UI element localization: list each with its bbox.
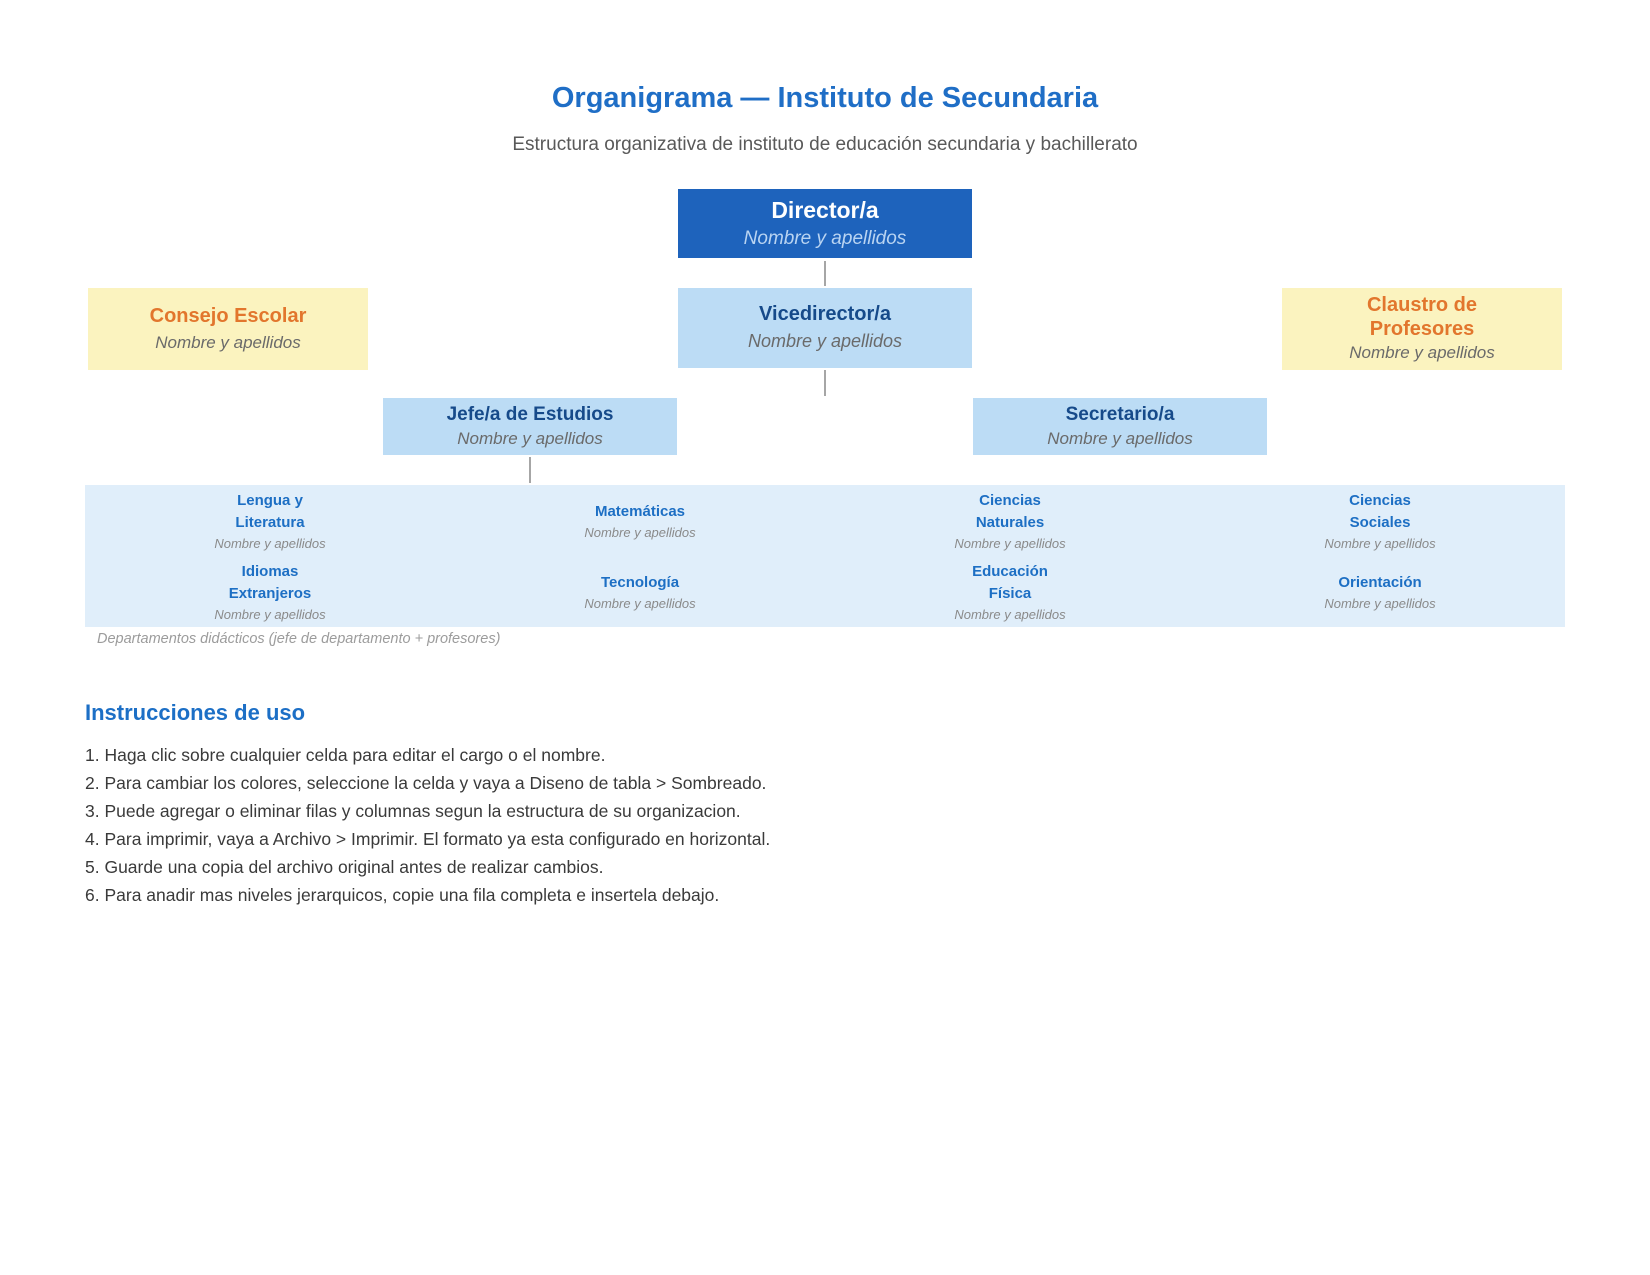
department-cell-educacion-fisica[interactable]: Educación Física Nombre y apellidos bbox=[825, 556, 1195, 627]
department-person: Nombre y apellidos bbox=[584, 524, 696, 540]
department-person: Nombre y apellidos bbox=[584, 595, 696, 611]
node-secretario[interactable]: Secretario/a Nombre y apellidos bbox=[973, 398, 1267, 455]
node-title: Claustro de Profesores bbox=[1366, 294, 1478, 340]
node-person: Nombre y apellidos bbox=[1349, 343, 1495, 363]
node-person: Nombre y apellidos bbox=[747, 331, 903, 351]
department-cell-ciencias-sociales[interactable]: Ciencias Sociales Nombre y apellidos bbox=[1195, 485, 1565, 556]
department-name: Ciencias Naturales bbox=[975, 492, 1045, 531]
department-person: Nombre y apellidos bbox=[954, 535, 1066, 551]
node-title: Secretario/a bbox=[1065, 404, 1175, 426]
node-person: Nombre y apellidos bbox=[1047, 428, 1193, 448]
instructions-heading: Instrucciones de uso bbox=[85, 700, 306, 725]
department-name: Lengua y Literatura bbox=[235, 492, 305, 531]
instructions-list: 1. Haga clic sobre cualquier celda para … bbox=[85, 745, 845, 913]
departments-panel: Lengua y Literatura Nombre y apellidos M… bbox=[85, 485, 1565, 627]
connector-jefe-departamentos bbox=[529, 457, 531, 483]
node-person: Nombre y apellidos bbox=[155, 332, 301, 352]
instruction-item: 1. Haga clic sobre cualquier celda para … bbox=[85, 745, 606, 765]
department-person: Nombre y apellidos bbox=[214, 535, 326, 551]
department-name: Orientación bbox=[1338, 574, 1422, 592]
node-person: Nombre y apellidos bbox=[457, 428, 603, 448]
department-cell-ciencias-naturales[interactable]: Ciencias Naturales Nombre y apellidos bbox=[825, 485, 1195, 556]
department-person: Nombre y apellidos bbox=[1324, 535, 1436, 551]
node-title: Director/a bbox=[771, 196, 879, 223]
department-name: Tecnología bbox=[600, 574, 680, 592]
node-person: Nombre y apellidos bbox=[743, 227, 907, 249]
connector-director-vicedirector bbox=[824, 261, 826, 286]
node-jefe-estudios[interactable]: Jefe/a de Estudios Nombre y apellidos bbox=[383, 398, 677, 455]
connector-vicedirector-row3 bbox=[824, 370, 826, 396]
department-person: Nombre y apellidos bbox=[1324, 595, 1436, 611]
department-cell-matematicas[interactable]: Matemáticas Nombre y apellidos bbox=[455, 485, 825, 556]
node-claustro-profesores[interactable]: Claustro de Profesores Nombre y apellido… bbox=[1282, 288, 1562, 370]
department-cell-idiomas-extranjeros[interactable]: Idiomas Extranjeros Nombre y apellidos bbox=[85, 556, 455, 627]
department-name: Ciencias Sociales bbox=[1349, 492, 1411, 531]
instruction-item: 4. Para imprimir, vaya a Archivo > Impri… bbox=[85, 829, 771, 849]
page-title: Organigrama — Instituto de Secundaria bbox=[551, 82, 1099, 114]
instruction-item: 2. Para cambiar los colores, seleccione … bbox=[85, 773, 767, 793]
department-cell-orientacion[interactable]: Orientación Nombre y apellidos bbox=[1195, 556, 1565, 627]
node-title: Jefe/a de Estudios bbox=[446, 404, 614, 426]
department-name: Educación Física bbox=[972, 563, 1048, 602]
node-director[interactable]: Director/a Nombre y apellidos bbox=[678, 189, 972, 258]
node-vicedirector[interactable]: Vicedirector/a Nombre y apellidos bbox=[678, 288, 972, 368]
department-cell-tecnologia[interactable]: Tecnología Nombre y apellidos bbox=[455, 556, 825, 627]
instruction-item: 5. Guarde una copia del archivo original… bbox=[85, 857, 604, 877]
instruction-item: 3. Puede agregar o eliminar filas y colu… bbox=[85, 801, 741, 821]
department-cell-lengua-literatura[interactable]: Lengua y Literatura Nombre y apellidos bbox=[85, 485, 455, 556]
instruction-item: 6. Para anadir mas niveles jerarquicos, … bbox=[85, 885, 720, 905]
departments-caption: Departamentos didácticos (jefe de depart… bbox=[97, 631, 501, 647]
node-title: Vicedirector/a bbox=[759, 303, 891, 326]
node-title: Consejo Escolar bbox=[149, 305, 307, 327]
department-person: Nombre y apellidos bbox=[954, 606, 1066, 622]
page-subtitle: Estructura organizativa de instituto de … bbox=[512, 134, 1138, 155]
department-person: Nombre y apellidos bbox=[214, 606, 326, 622]
node-consejo-escolar[interactable]: Consejo Escolar Nombre y apellidos bbox=[88, 288, 368, 370]
department-name: Idiomas Extranjeros bbox=[228, 563, 312, 602]
department-name: Matemáticas bbox=[594, 503, 686, 521]
